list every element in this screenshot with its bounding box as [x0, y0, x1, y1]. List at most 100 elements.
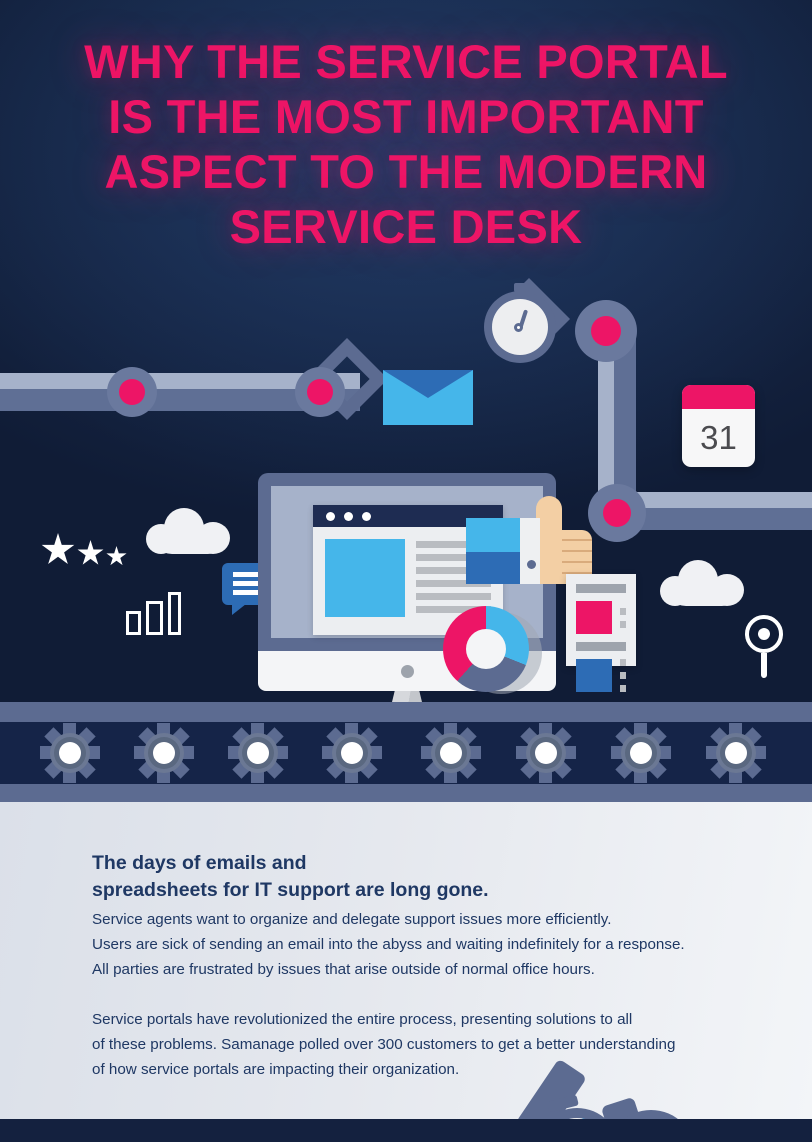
gear-tooth	[563, 746, 576, 759]
pipe-node-dot	[603, 499, 631, 527]
finger-line	[562, 561, 592, 563]
title-line-4: SERVICE DESK	[229, 200, 583, 253]
calendar-day: 31	[700, 419, 737, 456]
donut-hole	[466, 629, 506, 669]
paragraph-1-line-1: Service agents want to organize and dele…	[92, 911, 612, 928]
gear-tooth	[275, 746, 288, 759]
body-copy: The days of emails and spreadsheets for …	[92, 850, 752, 1082]
doc-lines	[620, 601, 626, 634]
gear-tooth	[40, 746, 53, 759]
document-card-icon	[566, 574, 636, 692]
gear-tooth	[729, 723, 742, 736]
bar-1	[126, 611, 141, 635]
body-paragraph-2: Service portals have revolutionized the …	[92, 1007, 752, 1082]
doc-header-bar	[576, 584, 626, 593]
gear-center	[630, 742, 652, 764]
text-line	[416, 580, 491, 587]
finger-line	[562, 550, 592, 552]
window-dot-icon	[362, 511, 371, 521]
gear-icon	[40, 723, 100, 783]
body-heading-line-2: spreadsheets for IT support are long gon…	[92, 879, 489, 901]
pipe-node-top	[575, 300, 637, 362]
gear-center	[535, 742, 557, 764]
doc-thumbnail-pink	[576, 601, 612, 634]
paragraph-1-line-3: All parties are frustrated by issues tha…	[92, 961, 595, 978]
magnifier-handle	[761, 653, 767, 678]
gear-tooth	[345, 723, 358, 736]
pipe-node-mid	[295, 367, 345, 417]
gear-icon	[516, 723, 576, 783]
stopwatch-crown	[514, 283, 529, 292]
bubble-line	[233, 572, 269, 577]
cloud-base	[666, 586, 742, 606]
gear-tooth	[468, 746, 481, 759]
pipe-node-dot	[307, 379, 333, 405]
content-text-lines	[416, 539, 491, 617]
doc-lines	[620, 659, 626, 692]
title-line-3: ASPECT TO THE MODERN	[104, 145, 708, 198]
cloud-icon	[146, 508, 234, 554]
doc-line	[620, 620, 626, 628]
monitor-power-dot	[400, 664, 414, 678]
gear-tooth	[181, 746, 194, 759]
gear-tooth	[322, 746, 335, 759]
stopwatch-icon	[484, 283, 559, 363]
gear-tooth	[134, 746, 147, 759]
doc-divider-bar	[576, 642, 626, 651]
doc-line	[620, 607, 626, 615]
gear-tooth	[516, 746, 529, 759]
cloud-icon	[660, 560, 748, 606]
pipe-node-right	[588, 484, 646, 542]
gear-center	[440, 742, 462, 764]
pipe-node-dot	[119, 379, 145, 405]
gear-tooth	[729, 770, 742, 783]
gear-tooth	[63, 770, 76, 783]
doc-thumbnail-blue	[576, 659, 612, 692]
content-image-block	[325, 539, 405, 617]
gear-tooth	[706, 746, 719, 759]
body-heading-line-1: The days of emails and	[92, 852, 307, 874]
card-bottom-block	[466, 552, 520, 584]
gear-tooth	[345, 770, 358, 783]
page-title: WHY THE SERVICE PORTAL IS THE MOST IMPOR…	[0, 34, 812, 254]
envelope-flap	[383, 370, 473, 398]
card-top-block	[466, 518, 520, 552]
gear-icon	[421, 723, 481, 783]
magnifier-icon	[745, 615, 785, 679]
gear-center	[247, 742, 269, 764]
gear-tooth	[539, 723, 552, 736]
title-line-2: IS THE MOST IMPORTANT	[108, 90, 704, 143]
pipe-node-dot	[591, 316, 621, 346]
donut-chart-icon	[443, 606, 529, 692]
bar-2	[146, 601, 163, 635]
bubble-line	[233, 590, 269, 595]
gear-icon	[322, 723, 382, 783]
gear-tooth	[539, 770, 552, 783]
belt-track	[0, 722, 812, 784]
gear-center	[725, 742, 747, 764]
gear-tooth	[634, 770, 647, 783]
gear-center	[59, 742, 81, 764]
star-shape	[77, 540, 104, 565]
hero-section: WHY THE SERVICE PORTAL IS THE MOST IMPOR…	[0, 0, 812, 802]
cloud-base	[152, 534, 228, 554]
stopwatch-ring	[484, 291, 556, 363]
browser-titlebar	[313, 505, 503, 527]
magnifier-center-dot	[758, 628, 770, 640]
cuff-button	[527, 560, 536, 569]
conveyor-belt	[0, 702, 812, 802]
gear-icon	[706, 723, 766, 783]
doc-line	[620, 672, 626, 679]
text-line	[416, 606, 491, 613]
gear-center	[341, 742, 363, 764]
body-section: The days of emails and spreadsheets for …	[0, 802, 812, 1119]
gear-tooth	[421, 746, 434, 759]
gear-tooth	[369, 746, 382, 759]
paragraph-1-line-2: Users are sick of sending an email into …	[92, 936, 685, 953]
gear-icon	[134, 723, 194, 783]
gear-tooth	[228, 746, 241, 759]
bar-chart-icon	[126, 592, 181, 635]
text-line	[416, 593, 491, 600]
magnifier-ring	[745, 615, 783, 653]
